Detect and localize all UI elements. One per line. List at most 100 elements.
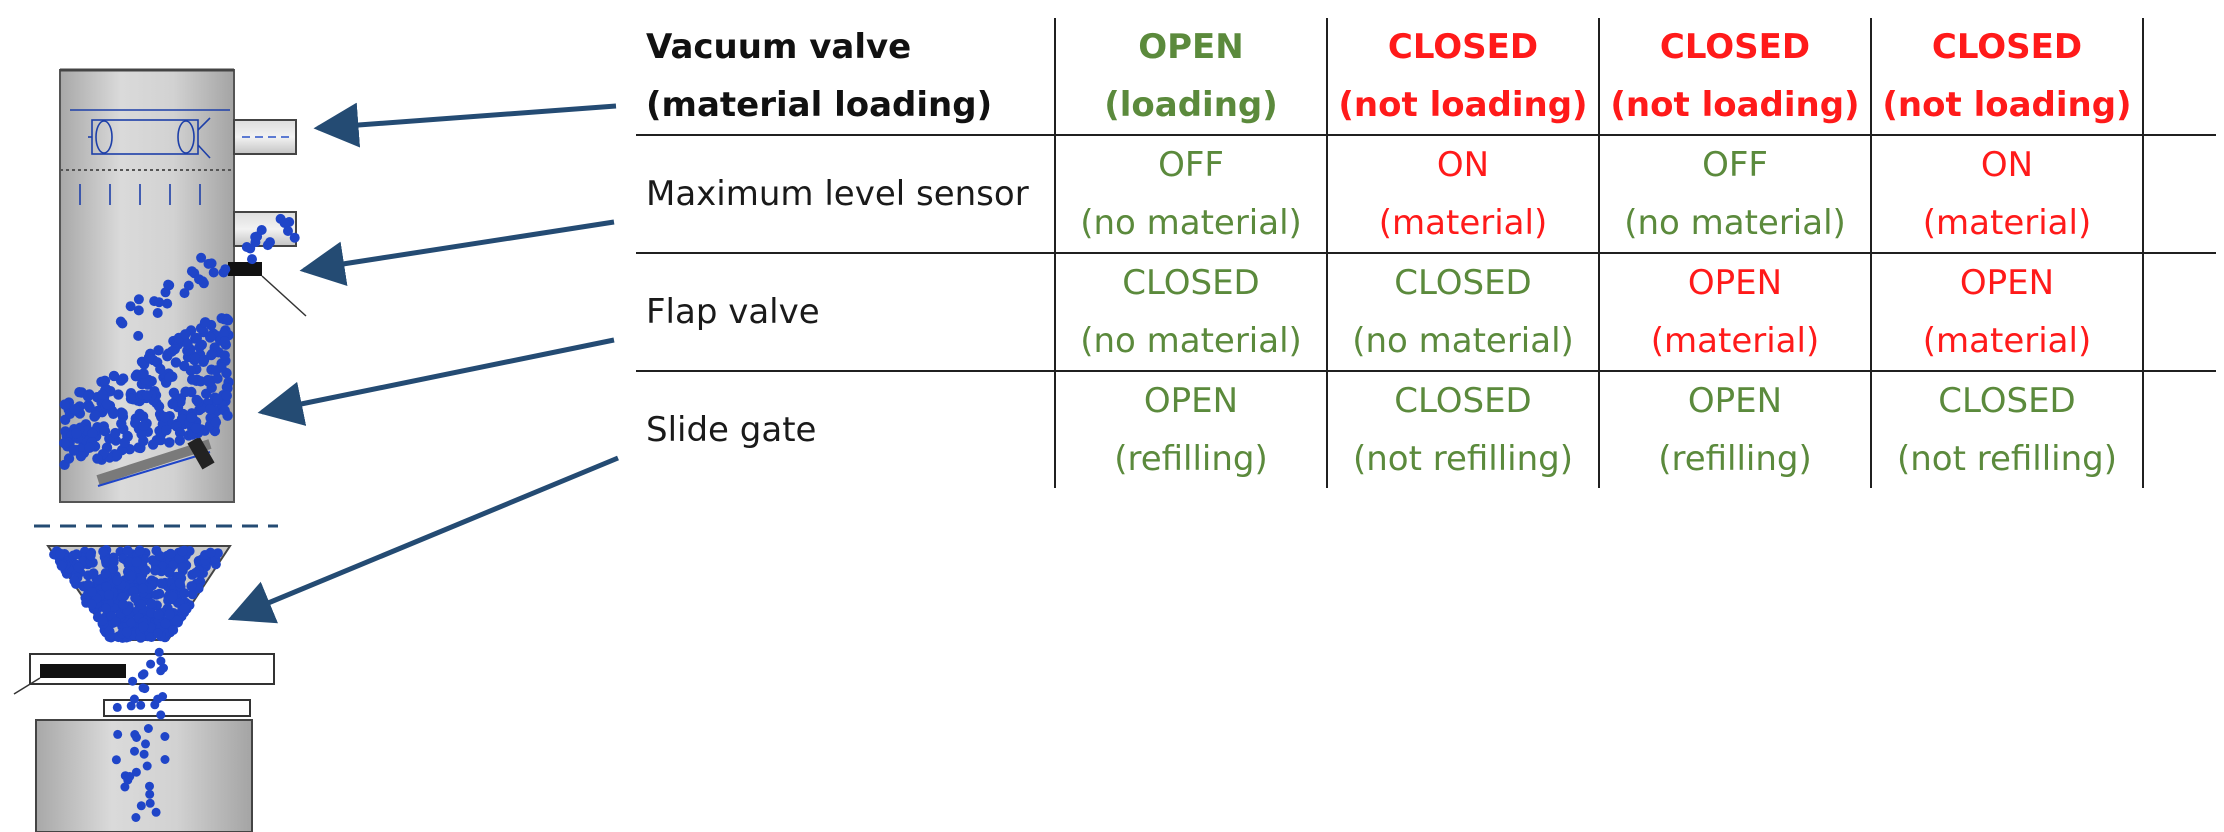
pellet	[153, 345, 164, 356]
pellet	[117, 592, 128, 602]
pellet	[139, 749, 149, 759]
pellet	[147, 439, 159, 450]
pellet	[130, 746, 139, 756]
pellet	[111, 450, 123, 461]
pellet	[128, 676, 138, 686]
pellet	[222, 315, 234, 326]
pellet	[152, 628, 163, 639]
pellet	[156, 710, 166, 720]
pellet	[151, 807, 161, 817]
pellet	[219, 336, 230, 347]
state-cell: OPEN (refilling)	[1599, 370, 1872, 488]
pellet	[138, 420, 149, 431]
pellet	[138, 683, 148, 693]
pellets-lower	[49, 545, 223, 643]
pellet	[152, 308, 163, 318]
pellet	[151, 589, 162, 600]
cell-note: (not refilling)	[1352, 439, 1574, 479]
pellet	[177, 562, 188, 573]
state-cell: OFF (no material)	[1599, 134, 1872, 253]
pellet	[59, 399, 70, 410]
pellet	[155, 363, 166, 375]
pellet	[139, 669, 149, 679]
pellet	[210, 417, 222, 428]
pellet	[212, 373, 223, 384]
pellet	[185, 365, 196, 376]
pellet	[143, 724, 153, 733]
pellet	[179, 603, 190, 614]
pellet	[164, 609, 175, 620]
cell-note: (material)	[1922, 203, 2092, 243]
pellet	[174, 578, 185, 589]
pellet	[113, 729, 123, 739]
pellet	[171, 615, 182, 626]
header-cell: CLOSED (not loading)	[1327, 18, 1600, 136]
pellet	[117, 408, 128, 419]
pellet	[97, 615, 108, 626]
state-table: Vacuum valve (material loading) OPEN (lo…	[636, 18, 2216, 488]
pellet	[222, 410, 233, 421]
pellet	[92, 453, 103, 464]
pellet	[174, 435, 185, 446]
pellet	[182, 338, 193, 350]
state-cell: OPEN (refilling)	[1055, 370, 1328, 488]
pellet	[59, 437, 70, 449]
state-cell: ON (material)	[1871, 134, 2144, 253]
pellet	[134, 408, 145, 420]
cell-state: OPEN	[1687, 381, 1783, 421]
pointer-arrows	[227, 102, 619, 624]
max-level-sensor-icon	[228, 262, 307, 317]
pellet	[142, 761, 152, 771]
pellet	[165, 548, 176, 559]
pellet	[86, 599, 97, 610]
pellet	[63, 453, 75, 464]
cell-state: OFF	[1158, 145, 1224, 185]
cell-note: (refilling)	[1658, 439, 1812, 479]
pellet	[101, 556, 111, 567]
state-cell: OPEN (material)	[1871, 252, 2144, 371]
pellet	[112, 575, 123, 586]
pellet	[125, 393, 137, 404]
header-cell-state: CLOSED	[1387, 27, 1539, 67]
cell-note: (no material)	[1080, 203, 1302, 243]
table-header-row: Vacuum valve (material loading) OPEN (lo…	[636, 18, 2216, 136]
header-cell: OPEN (loading)	[1055, 18, 1328, 136]
pellet	[105, 629, 116, 640]
pellet	[205, 547, 216, 558]
pellet	[183, 280, 194, 291]
pellet	[136, 700, 146, 710]
pellet	[100, 603, 111, 614]
pellet	[222, 383, 233, 394]
pellet	[156, 666, 166, 676]
pellet	[120, 782, 130, 792]
pellet	[166, 346, 178, 357]
pellet	[87, 428, 98, 439]
pellet	[256, 225, 267, 235]
pellet	[186, 581, 197, 592]
header-cell-note: (not loading)	[1610, 85, 1860, 125]
pellet	[121, 627, 132, 638]
pellet	[190, 353, 201, 364]
pellet	[82, 391, 94, 402]
cell-state: CLOSED	[1938, 381, 2076, 421]
cell-state: ON	[1980, 145, 2034, 185]
pellet	[117, 318, 128, 329]
cell-note: (material)	[1378, 203, 1548, 243]
pellet	[108, 563, 119, 574]
pellet	[221, 390, 232, 401]
pellet	[101, 399, 113, 410]
pellet	[90, 410, 101, 421]
pellet	[131, 813, 141, 822]
pellet	[279, 218, 290, 228]
pellet	[212, 394, 223, 405]
pellet	[99, 375, 111, 386]
header-cell-state: CLOSED	[1931, 27, 2083, 67]
pellet	[129, 694, 139, 704]
pellet	[71, 549, 82, 560]
pellet	[133, 294, 144, 305]
pellet	[160, 732, 170, 741]
pellet	[164, 372, 175, 383]
pellets-falling	[111, 647, 170, 822]
pellet	[167, 398, 178, 410]
machine-throat	[35, 719, 253, 832]
